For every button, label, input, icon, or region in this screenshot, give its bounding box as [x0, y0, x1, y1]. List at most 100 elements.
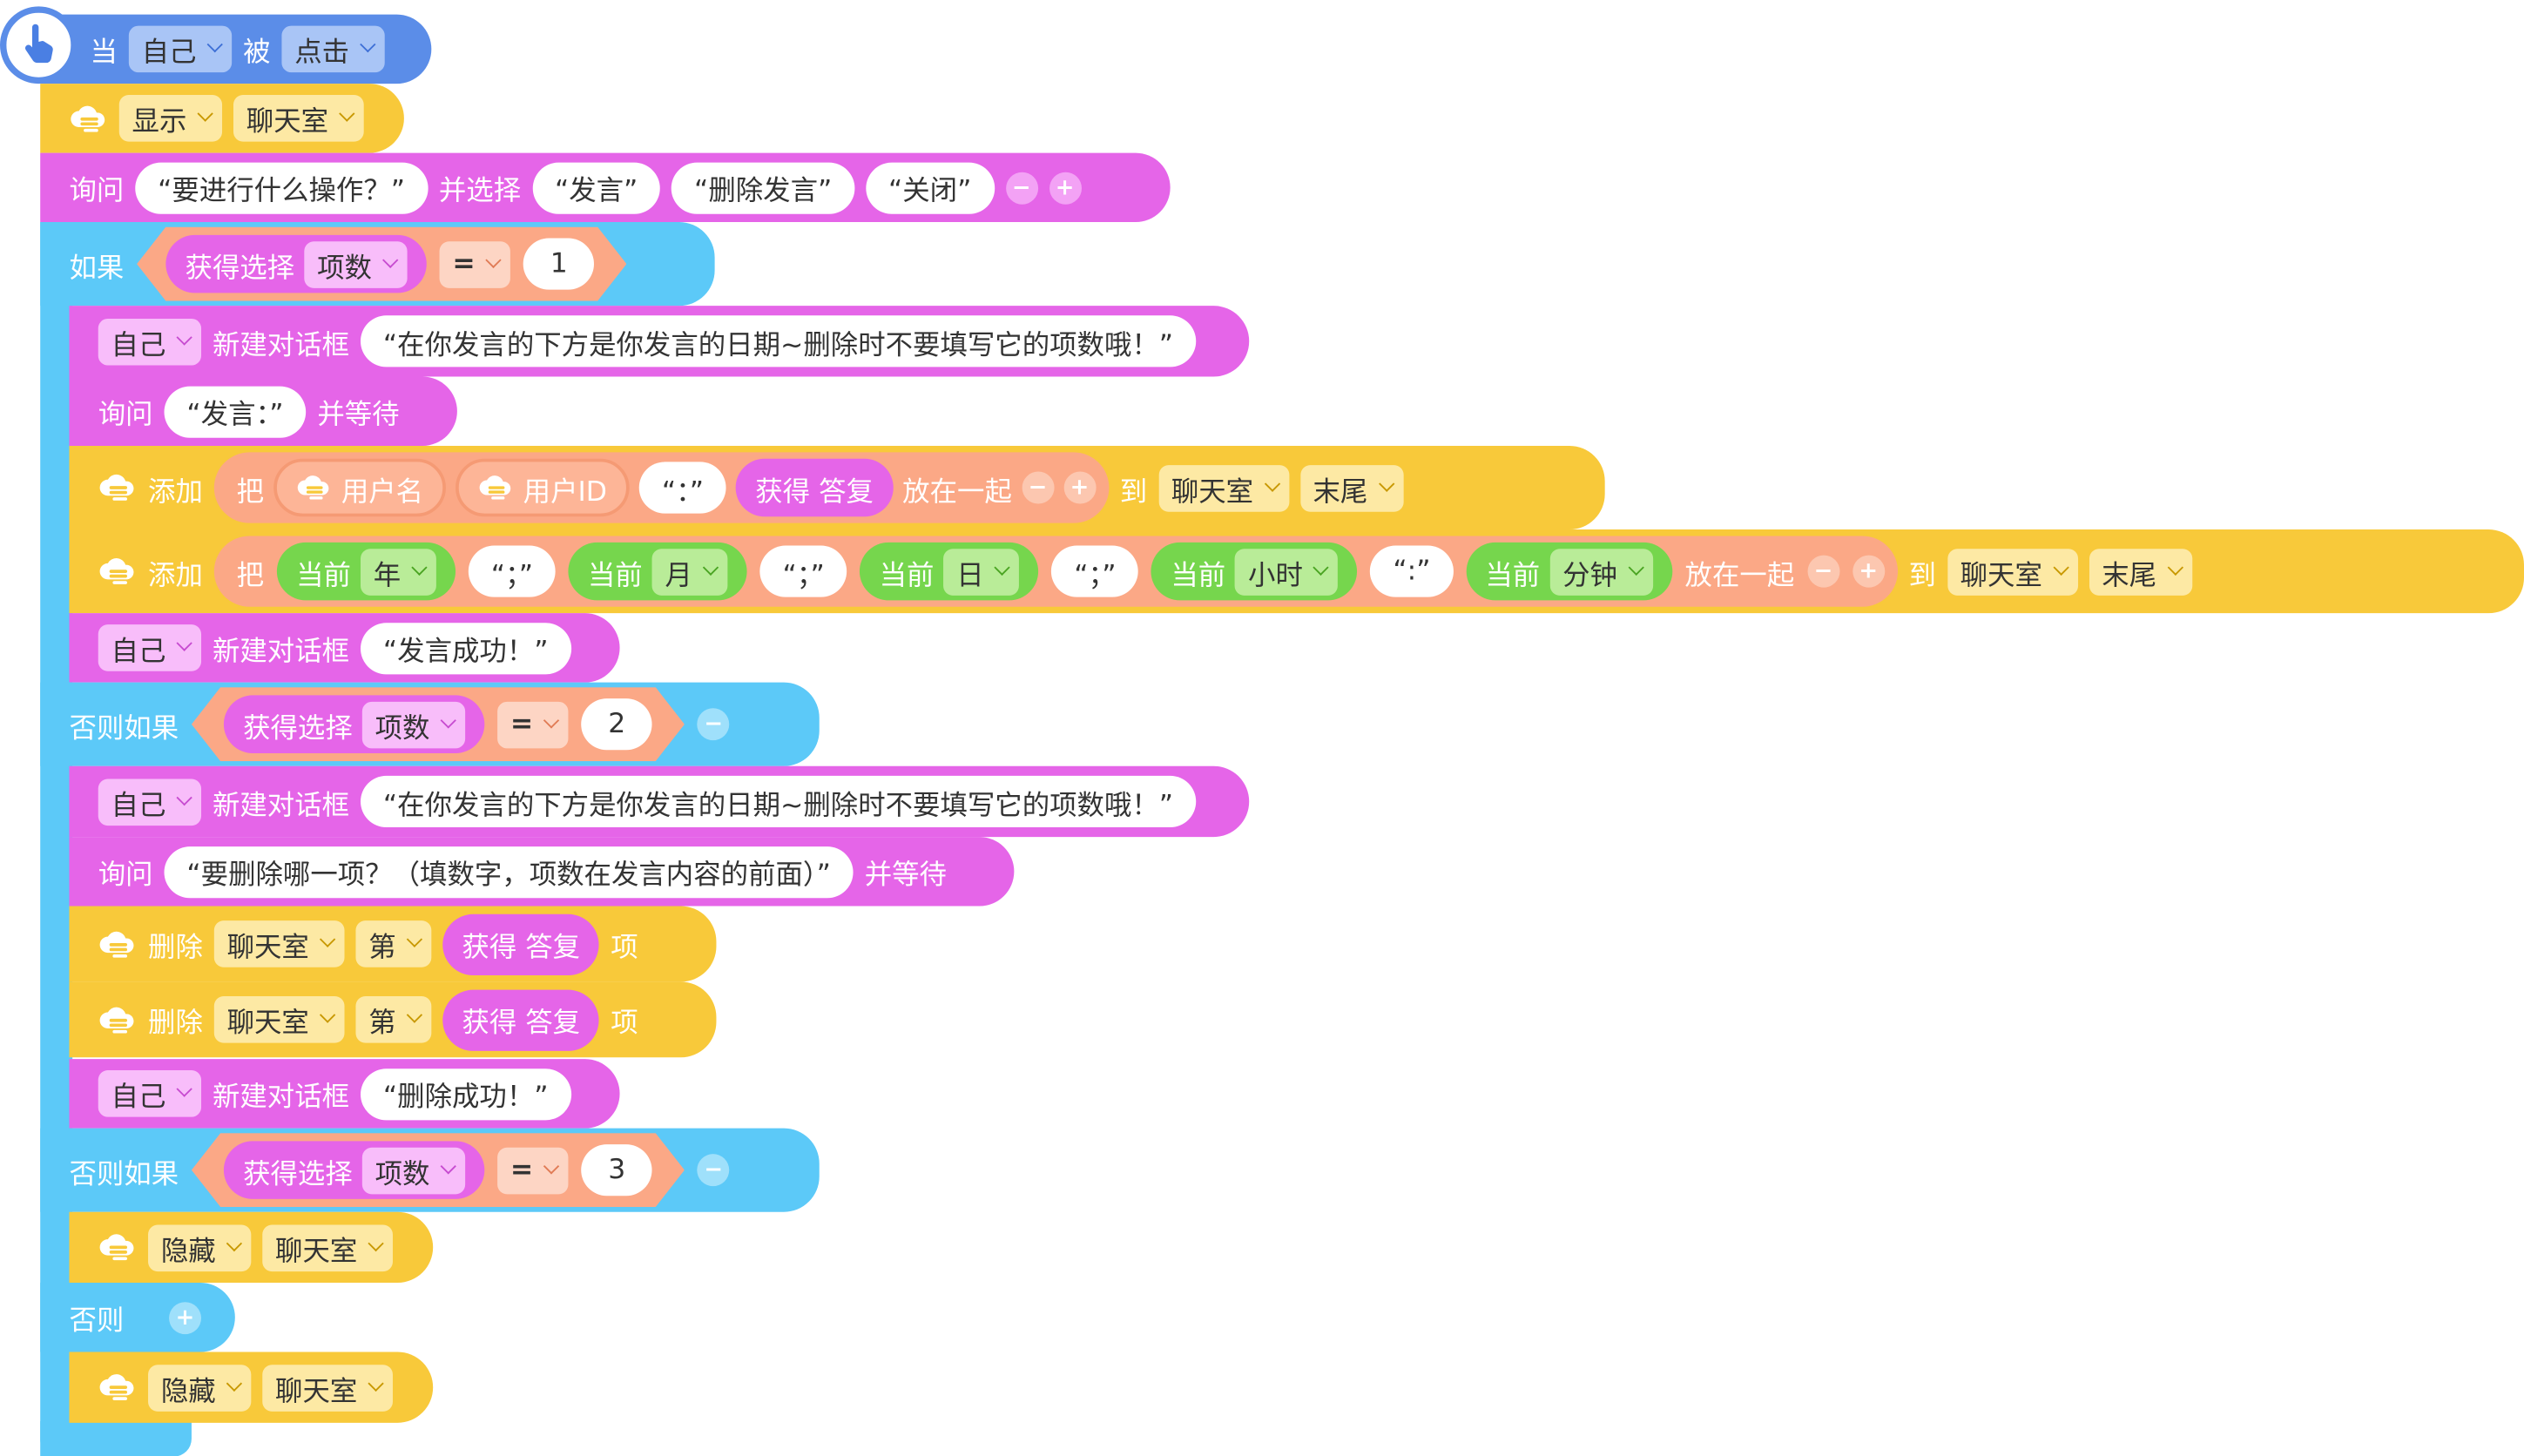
- plus-icon[interactable]: +: [169, 1301, 202, 1334]
- separator-input[interactable]: “：”: [638, 462, 726, 514]
- add-date-to-list-block[interactable]: 添加 把 当前年 “；” 当前月 “；” 当前日 “；” 当前小时 “:” 当前…: [69, 529, 2524, 614]
- plus-icon[interactable]: +: [1852, 555, 1885, 588]
- delete-label: 删除: [148, 1007, 203, 1040]
- else-if-header[interactable]: 否则如果 获得选择项数 = 3 −: [40, 1128, 820, 1212]
- dialog-text-input[interactable]: “在你发言的下方是你发言的日期~删除时不要填写它的项数哦！”: [360, 315, 1196, 367]
- get-answer-reporter[interactable]: 获得 答复: [442, 913, 600, 975]
- list-dropdown[interactable]: 聊天室: [213, 996, 345, 1043]
- show-hide-dropdown[interactable]: 隐藏: [148, 1364, 252, 1411]
- time-unit-dropdown[interactable]: 分钟: [1549, 548, 1653, 595]
- event-dropdown[interactable]: 点击: [281, 25, 385, 73]
- minus-icon[interactable]: −: [1005, 171, 1038, 204]
- get-answer-reporter[interactable]: 获得 答复: [736, 458, 894, 517]
- add-to-list-block[interactable]: 添加 把 用户名 用户ID “：” 获得 答复 放在一起 − + 到 聊天室 末…: [69, 445, 1605, 530]
- chevron-down-icon: [197, 105, 213, 122]
- current-month-reporter[interactable]: 当前月: [568, 542, 747, 601]
- option-input[interactable]: “发言”: [532, 161, 661, 213]
- option-input[interactable]: “关闭”: [866, 161, 995, 213]
- dialog-text-input[interactable]: “删除成功！”: [360, 1068, 571, 1120]
- separator-input[interactable]: “；”: [1051, 545, 1139, 597]
- get-choice-reporter[interactable]: 获得选择项数: [224, 695, 484, 753]
- time-unit-dropdown[interactable]: 月: [651, 548, 728, 595]
- ask-wait-block[interactable]: 询问 “发言：” 并等待: [69, 376, 457, 446]
- cloud-list-icon: [98, 1231, 137, 1264]
- userid-reporter[interactable]: 用户ID: [456, 458, 630, 517]
- minus-icon[interactable]: −: [697, 1154, 730, 1187]
- dialog-text-input[interactable]: “发言成功！”: [360, 622, 571, 674]
- new-dialog-block[interactable]: 自己 新建对话框 “删除成功！”: [69, 1059, 620, 1129]
- time-unit-dropdown[interactable]: 日: [943, 548, 1020, 595]
- ask-choose-block[interactable]: 询问 “要进行什么操作？” 并选择 “发言” “删除发言” “关闭” − +: [40, 152, 1171, 223]
- new-dialog-block[interactable]: 自己 新建对话框 “在你发言的下方是你发言的日期~删除时不要填写它的项数哦！”: [69, 306, 1250, 377]
- time-unit-dropdown[interactable]: 年: [360, 548, 436, 595]
- question-input[interactable]: “要进行什么操作？”: [135, 161, 428, 213]
- separator-input[interactable]: “；”: [759, 545, 847, 597]
- position-dropdown[interactable]: 末尾: [2089, 548, 2192, 595]
- time-unit-dropdown[interactable]: 小时: [1235, 548, 1339, 595]
- show-hide-dropdown[interactable]: 显示: [118, 95, 223, 142]
- field-dropdown[interactable]: 项数: [362, 701, 465, 748]
- value-input[interactable]: 2: [582, 698, 652, 750]
- hide-list-block[interactable]: 隐藏 聊天室: [69, 1352, 434, 1423]
- show-list-block[interactable]: 显示 聊天室: [40, 84, 404, 153]
- current-year-reporter[interactable]: 当前年: [276, 542, 456, 601]
- sprite-dropdown[interactable]: 自己: [98, 318, 202, 365]
- option-input[interactable]: “删除发言”: [671, 161, 855, 213]
- item-label: 项: [611, 1007, 638, 1040]
- question-input[interactable]: “发言：”: [164, 385, 307, 437]
- join-reporter[interactable]: 把 当前年 “；” 当前月 “；” 当前日 “；” 当前小时 “:” 当前分钟 …: [213, 536, 1898, 607]
- current-day-reporter[interactable]: 当前日: [860, 542, 1039, 601]
- else-header[interactable]: 否则 +: [40, 1283, 235, 1352]
- get-answer-reporter[interactable]: 获得 答复: [442, 988, 600, 1050]
- operator-dropdown[interactable]: =: [497, 1147, 569, 1194]
- value-input[interactable]: 1: [523, 239, 594, 290]
- join-reporter[interactable]: 把 用户名 用户ID “：” 获得 答复 放在一起 − +: [213, 452, 1109, 523]
- list-dropdown[interactable]: 聊天室: [262, 1364, 393, 1411]
- username-reporter[interactable]: 用户名: [273, 458, 446, 517]
- position-dropdown[interactable]: 末尾: [1299, 464, 1403, 511]
- chevron-down-icon: [360, 36, 376, 53]
- minus-icon[interactable]: −: [1807, 555, 1839, 588]
- ask-wait-block[interactable]: 询问 “要删除哪一项？（填数字，项数在发言内容的前面）” 并等待: [69, 837, 1015, 907]
- hat-block[interactable]: 当 自己 被 点击: [10, 14, 432, 84]
- sprite-dropdown[interactable]: 自己: [98, 778, 202, 826]
- minus-icon[interactable]: −: [1021, 471, 1054, 504]
- sprite-dropdown[interactable]: 自己: [128, 25, 233, 73]
- equals-condition[interactable]: 获得选择项数 = 1: [137, 227, 626, 301]
- plus-icon[interactable]: +: [1049, 171, 1082, 204]
- get-choice-reporter[interactable]: 获得选择项数: [165, 235, 426, 293]
- get-choice-reporter[interactable]: 获得选择项数: [224, 1141, 484, 1199]
- list-dropdown[interactable]: 聊天室: [213, 920, 345, 967]
- operator-dropdown[interactable]: =: [440, 240, 511, 287]
- list-dropdown[interactable]: 聊天室: [1158, 464, 1289, 511]
- dialog-text-input[interactable]: “在你发言的下方是你发言的日期~删除时不要填写它的项数哦！”: [360, 775, 1196, 827]
- equals-condition[interactable]: 获得选择项数 = 2: [192, 687, 685, 761]
- current-hour-reporter[interactable]: 当前小时: [1151, 542, 1358, 601]
- equals-condition[interactable]: 获得选择项数 = 3: [192, 1133, 685, 1207]
- list-dropdown[interactable]: 聊天室: [233, 95, 364, 142]
- field-dropdown[interactable]: 项数: [362, 1147, 465, 1194]
- operator-dropdown[interactable]: =: [497, 701, 569, 748]
- list-dropdown[interactable]: 聊天室: [262, 1223, 393, 1271]
- sprite-dropdown[interactable]: 自己: [98, 1070, 202, 1117]
- show-hide-dropdown[interactable]: 隐藏: [148, 1223, 252, 1271]
- separator-input[interactable]: “:”: [1370, 545, 1454, 597]
- question-input[interactable]: “要删除哪一项？（填数字，项数在发言内容的前面）”: [164, 846, 854, 898]
- new-dialog-block[interactable]: 自己 新建对话框 “发言成功！”: [69, 613, 620, 683]
- separator-input[interactable]: “；”: [468, 545, 556, 597]
- hide-list-block[interactable]: 隐藏 聊天室: [69, 1211, 434, 1284]
- index-mode-dropdown[interactable]: 第: [355, 920, 432, 967]
- list-dropdown[interactable]: 聊天室: [1947, 548, 2078, 595]
- current-minute-reporter[interactable]: 当前分钟: [1466, 542, 1672, 601]
- minus-icon[interactable]: −: [697, 708, 730, 741]
- sprite-dropdown[interactable]: 自己: [98, 624, 202, 671]
- if-header[interactable]: 如果 获得选择项数 = 1: [40, 222, 715, 307]
- plus-icon[interactable]: +: [1063, 471, 1096, 504]
- field-dropdown[interactable]: 项数: [304, 240, 407, 287]
- value-input[interactable]: 3: [582, 1144, 652, 1196]
- else-if-header[interactable]: 否则如果 获得选择项数 = 2 −: [40, 682, 820, 766]
- delete-item-block[interactable]: 删除 聊天室 第 获得 答复 项: [69, 981, 717, 1058]
- index-mode-dropdown[interactable]: 第: [355, 996, 432, 1043]
- delete-item-block[interactable]: 删除 聊天室 第 获得 答复 项: [69, 906, 717, 982]
- new-dialog-block[interactable]: 自己 新建对话框 “在你发言的下方是你发言的日期~删除时不要填写它的项数哦！”: [69, 765, 1250, 838]
